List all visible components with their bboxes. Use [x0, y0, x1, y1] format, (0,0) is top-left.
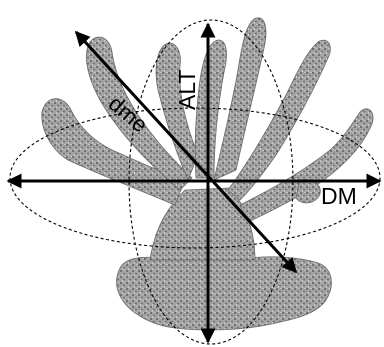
alt-label: ALT	[174, 70, 200, 110]
coral-branch-stub	[296, 180, 320, 203]
coral-base	[117, 257, 332, 330]
dm-label: DM	[321, 183, 357, 209]
